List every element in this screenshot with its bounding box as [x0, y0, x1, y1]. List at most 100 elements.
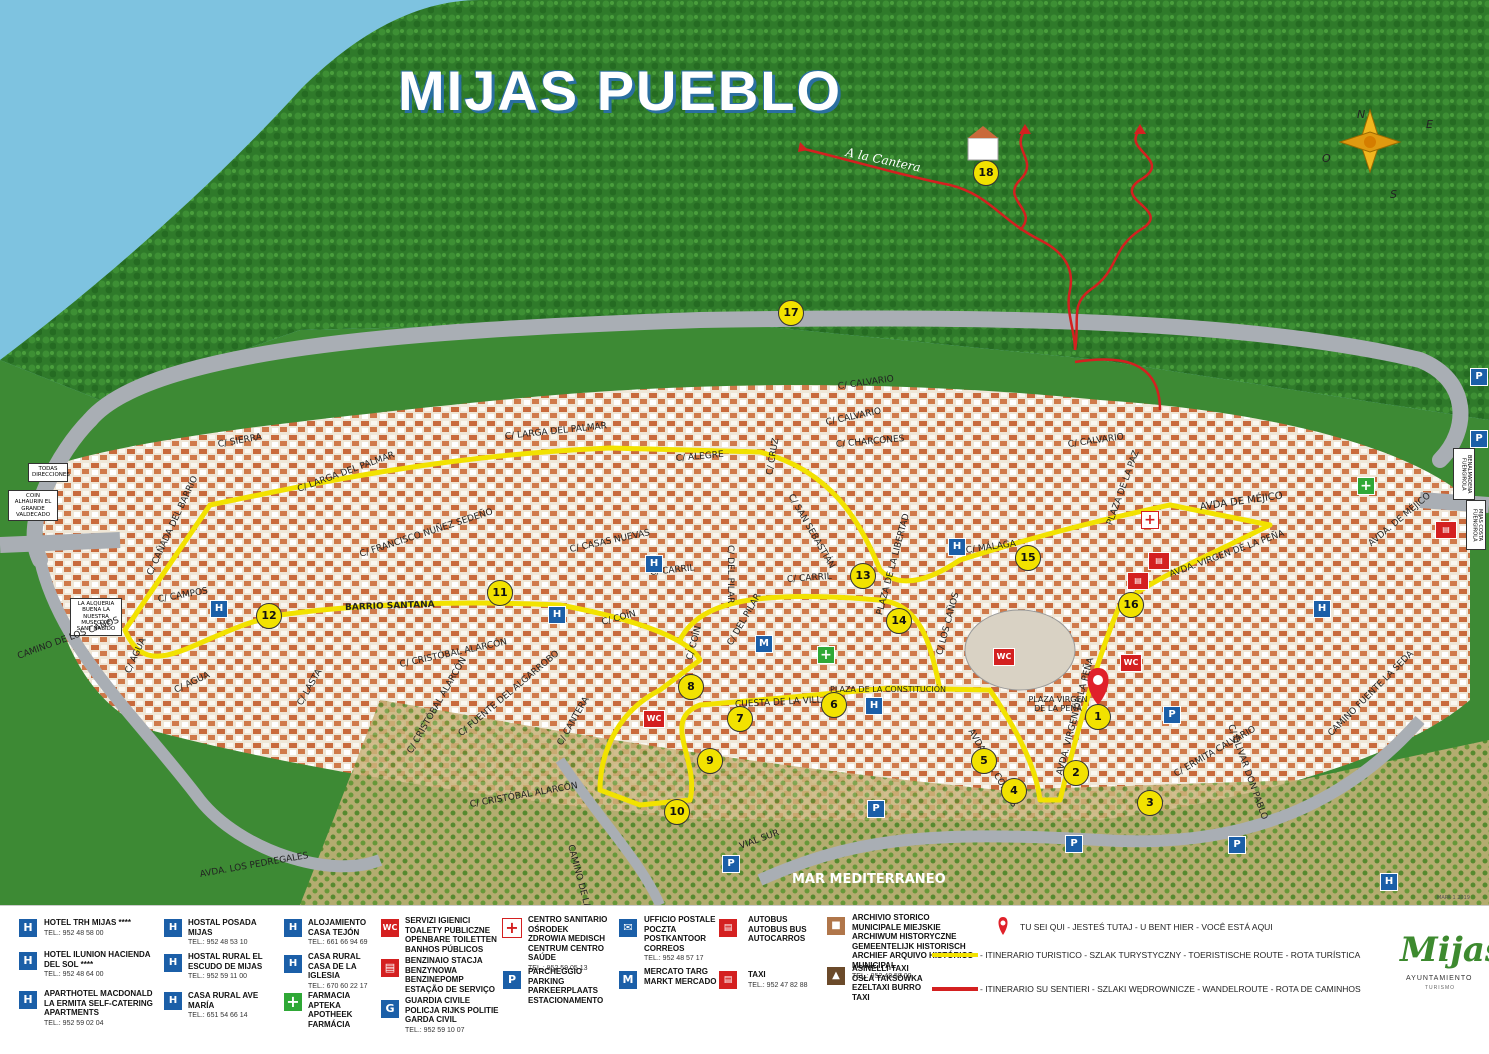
post-office-icon: ✉: [618, 918, 638, 938]
point-2[interactable]: 2: [1063, 760, 1089, 786]
parking-marker-2[interactable]: P: [1470, 430, 1488, 448]
legend-hotel-3: APARTHOTEL MACDONALD LA ERMITA SELF-CATE…: [44, 989, 153, 1027]
aparthotel-icon: H: [18, 990, 38, 1010]
parking-marker-5[interactable]: P: [867, 800, 885, 818]
parking-marker-6[interactable]: P: [722, 855, 740, 873]
wc-marker-2[interactable]: WC: [993, 648, 1015, 666]
wc-marker-3[interactable]: WC: [643, 710, 665, 728]
sea-label: MAR MEDITERRANEO: [792, 872, 946, 887]
point-9[interactable]: 9: [697, 748, 723, 774]
legend-bus: AUTOBUS AUTOBUS BUS AUTOCARROS: [748, 915, 807, 944]
point-8[interactable]: 8: [678, 674, 704, 700]
point-1[interactable]: 1: [1085, 704, 1111, 730]
compass-e: E: [1426, 118, 1433, 131]
vial-sur-road: [757, 716, 1425, 886]
legend-archivo: ARCHIVIO STORICO MUNICIPALE MIEJSKIE ARC…: [852, 913, 974, 980]
yellow-route: [122, 445, 1273, 808]
point-10[interactable]: 10: [664, 799, 690, 825]
point-7[interactable]: 7: [727, 706, 753, 732]
burro-taxi-icon: ▲: [826, 966, 846, 986]
legend-yellow-route: - ITINERARIO TURISTICO - SZLAK TURYSTYCZ…: [980, 950, 1361, 960]
parking-marker-3[interactable]: P: [1163, 706, 1181, 724]
pharmacy-marker-1[interactable]: +: [1357, 477, 1375, 495]
legend-wc: SERVIZI IGIENICI TOALETY PUBLICZNE OPENB…: [405, 916, 497, 954]
mountain-forest: [0, 0, 1489, 420]
market-icon: M: [618, 970, 638, 990]
gas-station-icon: ▤: [380, 958, 400, 978]
hotel-icon: H: [18, 918, 38, 938]
point-11[interactable]: 11: [487, 580, 513, 606]
point-18[interactable]: 18: [973, 160, 999, 186]
bus-icon: ▤: [718, 918, 738, 938]
gas-station-marker[interactable]: ▤: [1435, 521, 1457, 539]
point-6[interactable]: 6: [821, 692, 847, 718]
parking-marker-8[interactable]: H: [1380, 873, 1398, 891]
point-13[interactable]: 13: [850, 563, 876, 589]
point-4[interactable]: 4: [1001, 778, 1027, 804]
taxi-marker[interactable]: ▤: [1127, 572, 1149, 590]
wc-icon: WC: [380, 918, 400, 938]
point-12[interactable]: 12: [256, 603, 282, 629]
compass-n: N: [1357, 108, 1366, 121]
red-route-switchback: [1073, 129, 1154, 351]
map-illustration: [0, 0, 1489, 908]
point-5[interactable]: 5: [971, 748, 997, 774]
legend-burro: ASINELLI-TAXI OSŁA TAKSÓWKA EZELTAXI BUR…: [852, 964, 923, 1002]
health-centre-marker[interactable]: +: [1141, 511, 1159, 529]
compass-o: O: [1322, 152, 1331, 165]
ring-road: [82, 310, 1469, 468]
red-arrow-north-1: [1019, 124, 1031, 134]
point-15[interactable]: 15: [1015, 545, 1041, 571]
compass-s: S: [1390, 188, 1397, 201]
red-route-hermitage: [1013, 129, 1029, 231]
casa-rural-icon: H: [283, 954, 303, 974]
market-marker[interactable]: M: [755, 635, 773, 653]
hotel-marker-1[interactable]: H: [210, 600, 228, 618]
point-17[interactable]: 17: [778, 300, 804, 326]
parking-marker-7[interactable]: P: [1228, 836, 1246, 854]
map-code: MAPA 1 2019: [1437, 895, 1470, 901]
hotel-marker-3[interactable]: H: [645, 555, 663, 573]
point-14[interactable]: 14: [886, 608, 912, 634]
legend-red-route: - ITINERARIO SU SENTIERI - SZLAKI WĘDROW…: [980, 984, 1361, 994]
sign-alqueria: LA ALQUERIA BUENA LA NUESTRA MUSEO DE SA…: [70, 598, 122, 636]
hotel-icon: H: [18, 951, 38, 971]
sign-coin: COIN ALHAURIN EL GRANDE VALDECADO: [8, 490, 58, 522]
bus-marker[interactable]: ▤: [1148, 552, 1170, 570]
legend-you-are-here: TU SEI QUI - JESTEŚ TUTAJ - U BENT HIER …: [1020, 922, 1273, 932]
hermitage-building: [967, 137, 999, 161]
pharmacy-icon: +: [283, 992, 303, 1012]
legend-centro: CENTRO SANITARIO OŚRODEK ZDROWIA MEDISCH…: [528, 915, 608, 972]
legend-hotel-1: HOTEL TRH MIJAS ****TEL.: 952 48 58 00: [44, 918, 131, 937]
mijas-logo: Mijas: [1400, 930, 1489, 970]
parking-marker-4[interactable]: P: [1065, 835, 1083, 853]
hotel-marker-2[interactable]: H: [548, 606, 566, 624]
street-del-pilar: C/ DEL PILAR: [725, 545, 735, 604]
hotel-marker-4[interactable]: H: [948, 538, 966, 556]
taxi-icon: ▤: [718, 970, 738, 990]
map-title: MIJAS PUEBLO: [398, 59, 843, 122]
archive-icon: ■: [826, 916, 846, 936]
red-arrow-west: [798, 142, 808, 152]
location-pin-icon: [998, 917, 1008, 935]
point-16[interactable]: 16: [1118, 592, 1144, 618]
tourist-map: MIJAS PUEBLO N E S O A la Cantera TODAS …: [0, 0, 1489, 965]
you-are-here-pin: [1087, 668, 1109, 705]
red-route-swatch: [932, 987, 978, 991]
hotel-marker-5[interactable]: H: [865, 697, 883, 715]
red-route-descent: [1074, 358, 1162, 411]
hermitage-roof: [968, 126, 998, 138]
legend-panel: H HOTEL TRH MIJAS ****TEL.: 952 48 58 00…: [0, 905, 1489, 1054]
point-3[interactable]: 3: [1137, 790, 1163, 816]
legend-gas: BENZINAIO STACJA BENZYNOWA BENZINEPOMP E…: [405, 956, 495, 994]
hotel-marker-6[interactable]: H: [1313, 600, 1331, 618]
pharmacy-marker-2[interactable]: +: [817, 646, 835, 664]
parking-marker-1[interactable]: P: [1470, 368, 1488, 386]
wc-marker-1[interactable]: WC: [1120, 654, 1142, 672]
